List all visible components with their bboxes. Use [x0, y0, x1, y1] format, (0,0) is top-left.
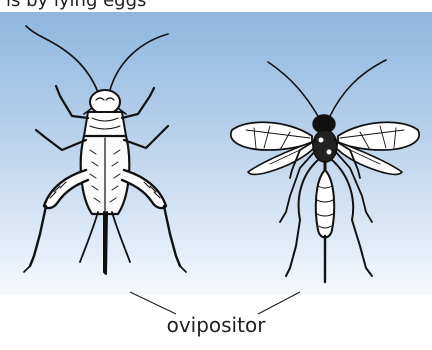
ovipositor-pointer-left — [130, 292, 176, 314]
cricket-drawing — [24, 26, 186, 274]
ovipositor-label: ovipositor — [0, 312, 432, 338]
wasp-drawing — [231, 60, 419, 282]
ovipositor-pointer-right — [258, 292, 300, 314]
